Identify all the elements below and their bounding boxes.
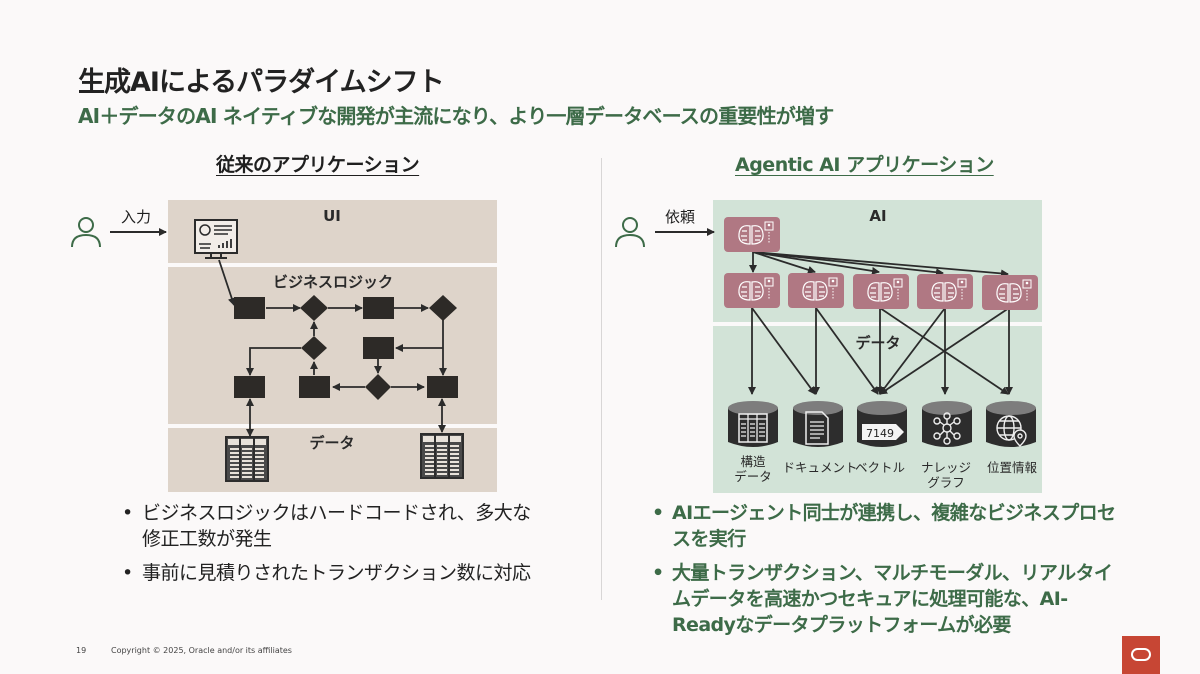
copyright-text: Copyright © 2025, Oracle and/or its affi… xyxy=(111,646,292,655)
document-icon xyxy=(805,411,829,445)
decision-node xyxy=(301,336,327,360)
bullet-item: 事前に見積りされたトランザクション数に対応 xyxy=(118,560,548,586)
ai-agent xyxy=(852,273,910,310)
slide-title: 生成AIによるパラダイムシフト xyxy=(78,67,445,98)
traditional-app-heading: 従来のアプリケーション xyxy=(216,154,420,176)
ui-band-label: UI xyxy=(323,207,341,225)
agent-connections xyxy=(748,251,1013,395)
input-label: 入力 xyxy=(121,208,151,226)
request-label: 依頼 xyxy=(665,208,695,226)
user-icon xyxy=(615,217,645,248)
ai-agent xyxy=(787,272,845,309)
table-icon xyxy=(738,413,768,443)
bullet-item: AIエージェント同士が連携し、複雑なビジネスプロセスを実行 xyxy=(648,500,1118,552)
globe-pin-icon xyxy=(996,415,1027,447)
db-label: ナレッジ xyxy=(921,460,971,475)
decision-node xyxy=(365,374,391,400)
oracle-logo-icon xyxy=(1122,636,1160,674)
database-location xyxy=(986,401,1036,447)
traditional-diagram: UI ビジネスロジック データ 入力 xyxy=(71,200,497,492)
db-label: ドキュメント xyxy=(782,460,857,475)
db-label: データ xyxy=(734,469,772,484)
db-label: グラフ xyxy=(927,475,965,490)
vector-tag-text: 7149 xyxy=(866,427,894,440)
data-band-label: データ xyxy=(855,334,900,352)
logic-flowchart xyxy=(218,259,447,437)
dashboard-monitor-icon xyxy=(194,219,238,259)
process-node xyxy=(234,376,265,398)
user-icon xyxy=(71,217,101,248)
flowchart-nodes xyxy=(234,295,458,400)
ai-band-label: AI xyxy=(869,207,886,225)
ai-agent xyxy=(916,273,974,310)
process-node xyxy=(234,297,265,319)
process-node xyxy=(427,376,458,398)
bullet-item: ビジネスロジックはハードコードされ、多大な修正工数が発生 xyxy=(118,500,548,552)
decision-node xyxy=(300,295,328,321)
decision-node xyxy=(429,295,457,321)
database-knowledge-graph xyxy=(922,401,972,447)
database-table-icon xyxy=(420,433,464,479)
db-label: 構造 xyxy=(740,454,766,469)
ai-agent xyxy=(723,272,781,309)
page-number: 19 xyxy=(76,646,87,655)
slide-subtitle: AI＋データのAI ネイティブな開発が主流になり、より一層データベースの重要性が… xyxy=(78,104,834,128)
logic-band-label: ビジネスロジック xyxy=(273,273,393,291)
database-labels: 構造 データ ドキュメント ベクトル ナレッジ グラフ 位置情報 xyxy=(734,454,1037,490)
database-structured xyxy=(728,401,778,447)
traditional-bullets: ビジネスロジックはハードコードされ、多大な修正工数が発生 事前に見積りされたトラ… xyxy=(118,500,548,594)
database-vector: 7149 xyxy=(857,401,907,447)
agentic-app-heading: Agentic AI アプリケーション xyxy=(735,154,994,176)
database-document xyxy=(793,401,843,447)
column-divider xyxy=(601,158,602,600)
database-table-icon xyxy=(225,436,269,482)
orchestrator-agent xyxy=(723,216,781,253)
ai-agent xyxy=(981,274,1039,311)
agentic-bullets: AIエージェント同士が連携し、複雑なビジネスプロセスを実行 大量トランザクション… xyxy=(648,500,1118,646)
db-label: 位置情報 xyxy=(987,460,1038,475)
data-band-label: データ xyxy=(309,434,354,452)
db-label: ベクトル xyxy=(855,460,905,475)
process-node xyxy=(363,337,394,359)
vector-tag-icon: 7149 xyxy=(862,424,904,440)
agentic-diagram: AI データ 依頼 xyxy=(615,200,1042,493)
graph-icon xyxy=(933,412,961,445)
bullet-item: 大量トランザクション、マルチモーダル、リアルタイムデータを高速かつセキュアに処理… xyxy=(648,560,1118,638)
process-node xyxy=(299,376,330,398)
process-node xyxy=(363,297,394,319)
